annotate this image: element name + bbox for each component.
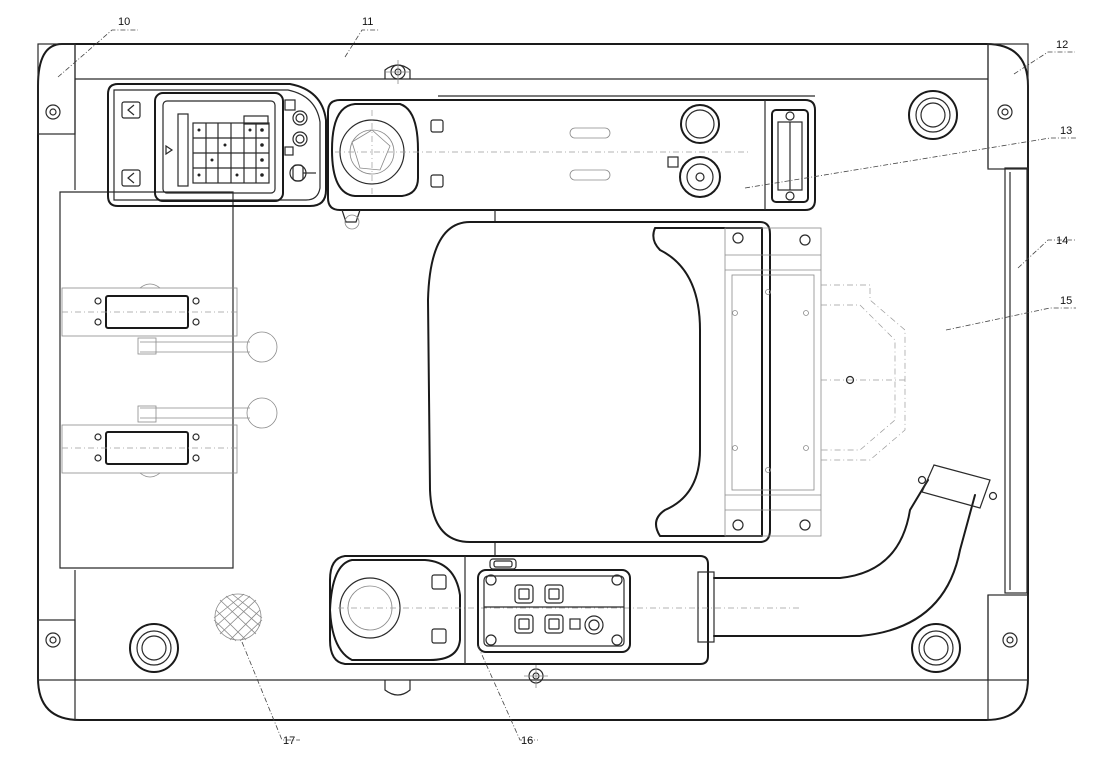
callout-10: 10 <box>118 16 130 28</box>
callout-15: 15 <box>1060 295 1072 307</box>
callout-11: 11 <box>362 16 373 28</box>
bottom-mount-bolt <box>524 664 548 688</box>
upper-control-box <box>107 83 327 207</box>
floor-plug <box>213 593 263 642</box>
top-mount-bolt <box>386 60 410 84</box>
callout-16: 16 <box>521 735 533 747</box>
cable-conduit <box>713 464 998 637</box>
upper-armrest <box>327 95 816 230</box>
seat-cushion <box>427 210 771 555</box>
callout-14: 14 <box>1056 235 1068 247</box>
corner-brackets <box>37 43 1029 681</box>
callout-13: 13 <box>1060 125 1072 137</box>
seat-suspension <box>724 227 906 537</box>
side-rail <box>1004 167 1028 594</box>
keypad-dots <box>197 128 264 177</box>
leader-lines <box>57 29 1076 741</box>
callout-labels: 10 11 12 13 14 15 16 17 <box>118 16 1072 747</box>
callout-17: 17 <box>283 735 295 747</box>
left-console-panel <box>59 191 278 569</box>
lower-armrest <box>329 555 800 665</box>
callout-12: 12 <box>1056 39 1068 51</box>
isolator-mounts <box>129 90 961 673</box>
